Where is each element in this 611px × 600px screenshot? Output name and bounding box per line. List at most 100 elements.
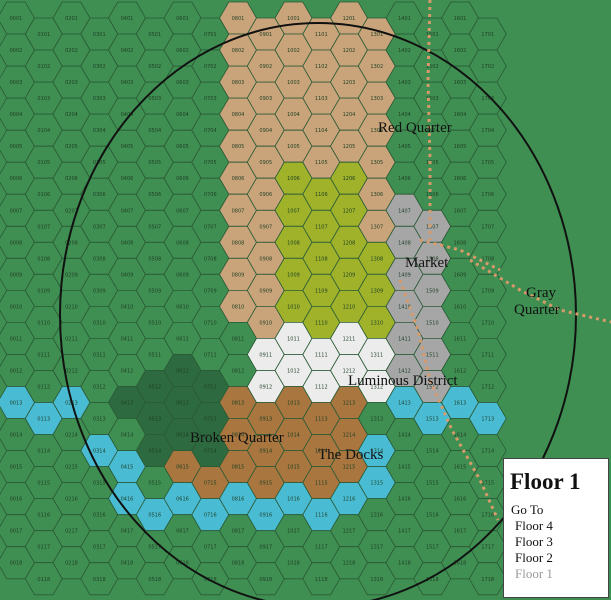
hex-coordinate-label: 0416 — [121, 497, 134, 503]
hex-coordinate-label: 0302 — [93, 64, 106, 70]
hex-coordinate-label: 1210 — [343, 304, 356, 310]
hex-coordinate-label: 0616 — [176, 497, 189, 503]
hex-coordinate-label: 0606 — [176, 176, 189, 182]
hex-coordinate-label: 1108 — [315, 256, 328, 262]
hex-coordinate-label: 1412 — [398, 369, 411, 375]
hex-coordinate-label: 1401 — [398, 16, 411, 22]
hex-coordinate-label: 0104 — [37, 128, 50, 134]
hex-coordinate-label: 0711 — [204, 353, 217, 359]
hex-coordinate-label: 1202 — [343, 48, 356, 54]
hex-coordinate-label: 1604 — [454, 112, 467, 118]
hex-coordinate-label: 0310 — [93, 320, 106, 326]
hex-coordinate-label: 0115 — [37, 481, 50, 487]
hex-coordinate-label: 0406 — [121, 176, 134, 182]
hex-coordinate-label: 0702 — [204, 64, 217, 70]
hex-coordinate-label: 1607 — [454, 208, 467, 214]
floor-1-link[interactable]: Floor 1 — [515, 566, 553, 581]
hex-coordinate-label: 0111 — [37, 353, 50, 359]
hex-coordinate-label: 0018 — [10, 561, 23, 567]
hex-coordinate-label: 0314 — [93, 449, 106, 455]
hex-coordinate-label: 0716 — [204, 513, 217, 519]
hex-coordinate-label: 1315 — [370, 481, 383, 487]
hex-coordinate-label: 0810 — [232, 304, 245, 310]
hex-coordinate-label: 0908 — [259, 256, 272, 262]
hex-coordinate-label: 0201 — [65, 16, 78, 22]
hex-coordinate-label: 1505 — [426, 160, 439, 166]
hex-coordinate-label: 1416 — [398, 497, 411, 503]
hex-coordinate-label: 1107 — [315, 224, 328, 230]
hex-coordinate-label: 1702 — [481, 64, 494, 70]
floor-4-link[interactable]: Floor 4 — [515, 518, 553, 533]
hex-coordinate-label: 1705 — [481, 160, 494, 166]
hex-coordinate-label: 0915 — [259, 481, 272, 487]
hex-coordinate-label: 0315 — [93, 481, 106, 487]
hex-coordinate-label: 0501 — [148, 32, 161, 38]
hex-coordinate-label: 0312 — [93, 385, 106, 391]
hex-coordinate-label: 0910 — [259, 320, 272, 326]
hex-coordinate-label: 0906 — [259, 192, 272, 198]
hex-coordinate-label: 1008 — [287, 240, 300, 246]
hex-coordinate-label: 0813 — [232, 401, 245, 407]
hex-coordinate-label: 0914 — [259, 449, 272, 455]
floor-3-link[interactable]: Floor 3 — [515, 534, 553, 549]
hex-coordinate-label: 0602 — [176, 48, 189, 54]
hex-coordinate-label: 1117 — [315, 545, 328, 551]
hex-coordinate-label: 1612 — [454, 369, 467, 375]
hex-coordinate-label: 0316 — [93, 513, 106, 519]
hex-coordinate-label: 1514 — [426, 449, 439, 455]
hex-coordinate-label: 0402 — [121, 48, 134, 54]
hex-coordinate-label: 1704 — [481, 128, 494, 134]
hex-coordinate-label: 0014 — [10, 433, 23, 439]
hex-coordinate-label: 0303 — [93, 96, 106, 102]
district-label-luminous-district: Luminous District — [348, 373, 458, 389]
hex-coordinate-label: 1318 — [370, 577, 383, 583]
hex-coordinate-label: 1106 — [315, 192, 328, 198]
hex-coordinate-label: 1115 — [315, 481, 328, 487]
floor-2-link[interactable]: Floor 2 — [515, 550, 553, 565]
hex-coordinate-label: 0216 — [65, 497, 78, 503]
hex-coordinate-label: 1709 — [481, 288, 494, 294]
hex-coordinate-label: 1112 — [315, 385, 328, 391]
hex-coordinate-label: 0611 — [176, 336, 189, 342]
hex-coordinate-label: 1203 — [343, 80, 356, 86]
hex-coordinate-label: 1209 — [343, 272, 356, 278]
hex-coordinate-label: 1716 — [481, 513, 494, 519]
hex-coordinate-label: 1111 — [315, 353, 328, 359]
hex-coordinate-label: 0011 — [10, 336, 23, 342]
hex-coordinate-label: 0705 — [204, 160, 217, 166]
hex-coordinate-label: 1310 — [370, 320, 383, 326]
hex-coordinate-label: 0015 — [10, 465, 23, 471]
hex-coordinate-label: 0016 — [10, 497, 23, 503]
hex-coordinate-label: 1511 — [426, 353, 439, 359]
hex-coordinate-label: 0714 — [204, 449, 217, 455]
hex-coordinate-label: 1311 — [370, 353, 383, 359]
hex-coordinate-label: 0608 — [176, 240, 189, 246]
current-floor-title: Floor 1 — [510, 469, 581, 494]
hex-coordinate-label: 1506 — [426, 192, 439, 198]
hex-coordinate-label: 0613 — [176, 401, 189, 407]
hex-coordinate-label: 0108 — [37, 256, 50, 262]
hex-coordinate-label: 0609 — [176, 272, 189, 278]
hex-coordinate-label: 1317 — [370, 545, 383, 551]
hex-coordinate-label: 0210 — [65, 304, 78, 310]
hex-coordinate-label: 1701 — [481, 32, 494, 38]
hex-coordinate-label: 0708 — [204, 256, 217, 262]
hex-coordinate-label: 0704 — [204, 128, 217, 134]
hex-coordinate-label: 0505 — [148, 160, 161, 166]
hex-coordinate-label: 0703 — [204, 96, 217, 102]
hex-coordinate-label: 0902 — [259, 64, 272, 70]
hex-coordinate-label: 0418 — [121, 561, 134, 567]
hex-coordinate-label: 0506 — [148, 192, 161, 198]
hex-coordinate-label: 1314 — [370, 449, 383, 455]
hex-coordinate-label: 0110 — [37, 320, 50, 326]
hex-coordinate-label: 0009 — [10, 272, 23, 278]
hex-coordinate-label: 1501 — [426, 32, 439, 38]
hex-coordinate-label: 1614 — [454, 433, 467, 439]
hex-coordinate-label: 1309 — [370, 288, 383, 294]
hex-coordinate-label: 0102 — [37, 64, 50, 70]
hex-cell[interactable] — [468, 562, 507, 596]
hex-coordinate-label: 0404 — [121, 112, 134, 118]
hex-coordinate-label: 0304 — [93, 128, 106, 134]
